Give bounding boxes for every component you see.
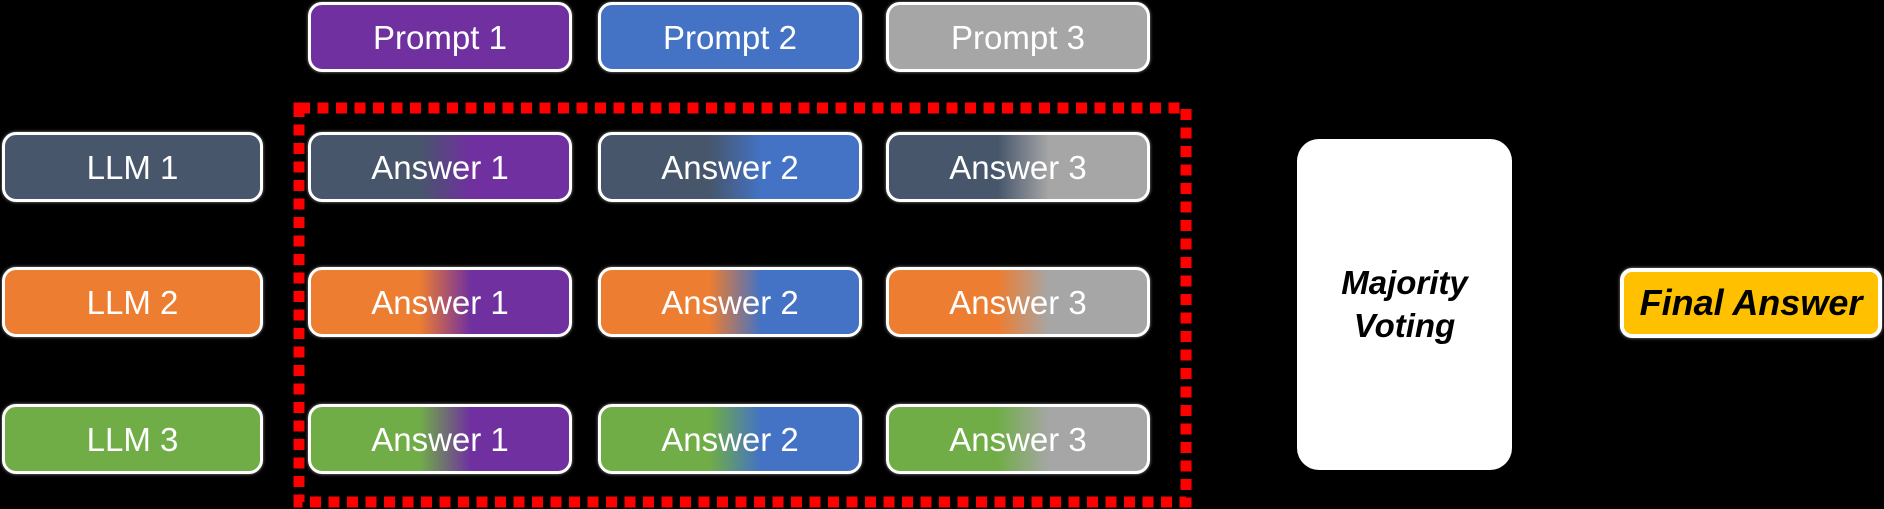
answer-box-llm3-prompt3: Answer 3 bbox=[886, 404, 1150, 474]
answer-box-llm1-prompt3: Answer 3 bbox=[886, 132, 1150, 202]
answer-label: Answer 2 bbox=[661, 420, 799, 458]
answer-box-llm3-prompt2: Answer 2 bbox=[598, 404, 862, 474]
answer-label: Answer 2 bbox=[661, 283, 799, 321]
answer-label: Answer 1 bbox=[371, 283, 509, 321]
answer-label: Answer 2 bbox=[661, 148, 799, 186]
prompt-2-label: Prompt 2 bbox=[663, 18, 797, 56]
llm-3-label: LLM 3 bbox=[86, 420, 179, 458]
final-answer-box: Final Answer bbox=[1620, 268, 1882, 338]
answer-box-llm1-prompt1: Answer 1 bbox=[308, 132, 572, 202]
answer-label: Answer 1 bbox=[371, 148, 509, 186]
answer-label: Answer 3 bbox=[949, 420, 1087, 458]
answer-box-llm3-prompt1: Answer 1 bbox=[308, 404, 572, 474]
answer-label: Answer 3 bbox=[949, 148, 1087, 186]
majority-voting-box: Majority Voting bbox=[1297, 139, 1512, 470]
prompt-3-box: Prompt 3 bbox=[886, 2, 1150, 72]
llm-2-box: LLM 2 bbox=[2, 267, 263, 337]
majority-voting-label: Majority Voting bbox=[1341, 263, 1468, 344]
llm-1-box: LLM 1 bbox=[2, 132, 263, 202]
prompt-2-box: Prompt 2 bbox=[598, 2, 862, 72]
prompt-3-label: Prompt 3 bbox=[951, 18, 1085, 56]
llm-1-label: LLM 1 bbox=[86, 148, 179, 186]
answer-box-llm1-prompt2: Answer 2 bbox=[598, 132, 862, 202]
prompt-1-label: Prompt 1 bbox=[373, 18, 507, 56]
llm-3-box: LLM 3 bbox=[2, 404, 263, 474]
llm-2-label: LLM 2 bbox=[86, 283, 179, 321]
prompt-1-box: Prompt 1 bbox=[308, 2, 572, 72]
answer-box-llm2-prompt3: Answer 3 bbox=[886, 267, 1150, 337]
answer-label: Answer 3 bbox=[949, 283, 1087, 321]
final-answer-label: Final Answer bbox=[1639, 282, 1863, 323]
answer-label: Answer 1 bbox=[371, 420, 509, 458]
answer-box-llm2-prompt2: Answer 2 bbox=[598, 267, 862, 337]
answer-box-llm2-prompt1: Answer 1 bbox=[308, 267, 572, 337]
